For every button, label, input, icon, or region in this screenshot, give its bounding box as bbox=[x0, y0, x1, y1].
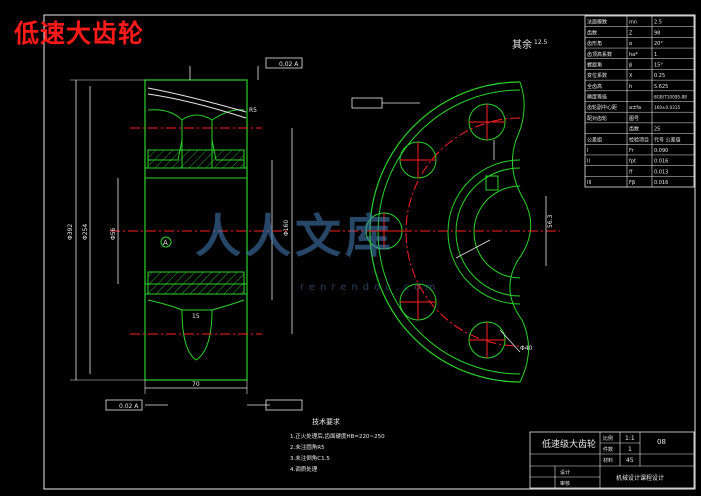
params-cell: X bbox=[629, 73, 633, 79]
params-cell: 变位系数 bbox=[587, 72, 607, 79]
dim-face-width: 70 bbox=[192, 381, 200, 388]
sheet-number: 08 bbox=[657, 438, 666, 446]
params-cell: 0.090 bbox=[654, 148, 668, 154]
params-cell: 齿数 bbox=[587, 29, 597, 36]
params-cell: 齿轮副中心距 bbox=[587, 104, 617, 111]
params-cell: 齿顶高系数 bbox=[587, 51, 612, 58]
material-label: 材料 bbox=[603, 457, 613, 464]
params-table: 法面模数 mn 2.5 齿数 Z 98 齿形角 α 20° 齿顶高系数 ha* 1 螺旋角 β 15° 变位系… bbox=[584, 15, 695, 188]
dim-root-diameter: Φ254 bbox=[82, 224, 89, 240]
params-cell: 15° bbox=[654, 62, 663, 68]
front-view bbox=[330, 81, 560, 383]
dim-hole: Φ40 bbox=[520, 345, 533, 352]
params-cell: 0.016 bbox=[654, 159, 668, 165]
params-cell: 0.016 bbox=[654, 180, 668, 186]
section-view bbox=[70, 57, 303, 411]
scale-label: 比例 bbox=[603, 435, 613, 442]
tech-req-line: 1.正火处理后,齿面硬度HB=220~250 bbox=[290, 432, 385, 440]
dim-outer-diameter: Φ392 bbox=[67, 224, 74, 240]
tech-req-heading: 技术要求 bbox=[312, 417, 340, 426]
params-cell: 0.25 bbox=[654, 73, 665, 79]
tech-req-line: 2.未注圆角R5 bbox=[290, 443, 325, 451]
params-cell: α bbox=[629, 41, 633, 47]
school-label: 机械设计课程设计 bbox=[616, 474, 664, 482]
params-cell: Z bbox=[629, 30, 633, 36]
watermark-sub: renrendoc.com bbox=[300, 282, 441, 293]
params-cell: β bbox=[629, 62, 632, 68]
hatch-web-mid bbox=[147, 271, 245, 295]
params-cell: 配对齿轮 bbox=[587, 115, 607, 122]
params-cell: III bbox=[587, 180, 591, 186]
dim-keyway: 56.3 bbox=[547, 214, 554, 228]
params-cell: 1 bbox=[654, 52, 657, 58]
dim-bore-diameter: Φ56 bbox=[110, 227, 117, 240]
params-cell: 全齿高 bbox=[587, 83, 602, 90]
params-cell: 代号 公差值 bbox=[654, 136, 681, 143]
params-cell: 精度等级 bbox=[587, 94, 607, 101]
scale-value: 1:1 bbox=[625, 435, 635, 442]
params-cell: a±fa bbox=[629, 105, 641, 111]
title-block-name: 低速级大齿轮 bbox=[542, 438, 596, 450]
surface-finish-label: 其余 bbox=[512, 38, 532, 51]
params-cell: 公差组 bbox=[587, 136, 602, 143]
params-cell: 2.5 bbox=[654, 20, 662, 26]
checker-label: 审核 bbox=[560, 480, 570, 487]
params-cell: 图号 bbox=[629, 116, 639, 122]
tol-frame-bottom-left: 0.02 A bbox=[119, 403, 139, 410]
params-cell: mn bbox=[629, 20, 637, 26]
gear-rim-outline bbox=[144, 79, 248, 381]
params-cell: Fβ bbox=[629, 180, 635, 186]
params-cell: 98 bbox=[654, 30, 660, 36]
count-value: 1 bbox=[628, 446, 632, 453]
dim-hub-diameter: Φ160 bbox=[283, 220, 290, 236]
drawing-frame bbox=[43, 14, 696, 490]
datum-label: A bbox=[163, 239, 168, 247]
break-line bbox=[509, 81, 532, 383]
dim-web-width: 15 bbox=[192, 313, 200, 320]
params-cell: 8GB/T10095-88 bbox=[654, 95, 687, 100]
params-cell: 齿数 bbox=[629, 126, 639, 133]
params-cell: ff bbox=[629, 169, 633, 175]
params-cell: 齿形角 bbox=[587, 40, 602, 47]
params-cell: 检验项目 bbox=[629, 136, 649, 143]
params-cell: II bbox=[587, 159, 590, 165]
params-cell: 法面模数 bbox=[587, 19, 607, 26]
params-cell: 160±0.0315 bbox=[654, 105, 680, 110]
title-block bbox=[529, 431, 695, 489]
tech-req-line: 3.未注倒角C1.5 bbox=[290, 454, 330, 462]
tech-req-line: 4.调质处理 bbox=[290, 465, 318, 473]
designer-label: 设计 bbox=[560, 469, 570, 476]
params-cell: 20° bbox=[654, 41, 663, 47]
count-label: 件数 bbox=[603, 446, 613, 453]
params-cell: Fr bbox=[629, 148, 635, 154]
watermark: 人人文库 bbox=[195, 209, 395, 263]
params-cell: 25 bbox=[654, 127, 660, 133]
params-cell: 5.625 bbox=[654, 84, 668, 90]
params-cell: 0.013 bbox=[654, 169, 668, 175]
dim-radius: R5 bbox=[249, 107, 257, 114]
material-value: 45 bbox=[626, 457, 634, 464]
surface-finish-value: 12.5 bbox=[534, 39, 548, 46]
params-cell: I bbox=[587, 148, 588, 154]
drawing-title: 低速大齿轮 bbox=[14, 19, 145, 48]
params-cell: ha* bbox=[629, 52, 638, 58]
params-cell: h bbox=[629, 84, 632, 90]
params-cell: 螺旋角 bbox=[587, 61, 602, 68]
datum-a-symbol bbox=[160, 236, 172, 248]
params-cell: fpt bbox=[629, 159, 636, 165]
gear-outer-arc bbox=[369, 81, 521, 383]
tol-frame-top: 0.02 A bbox=[279, 61, 299, 68]
